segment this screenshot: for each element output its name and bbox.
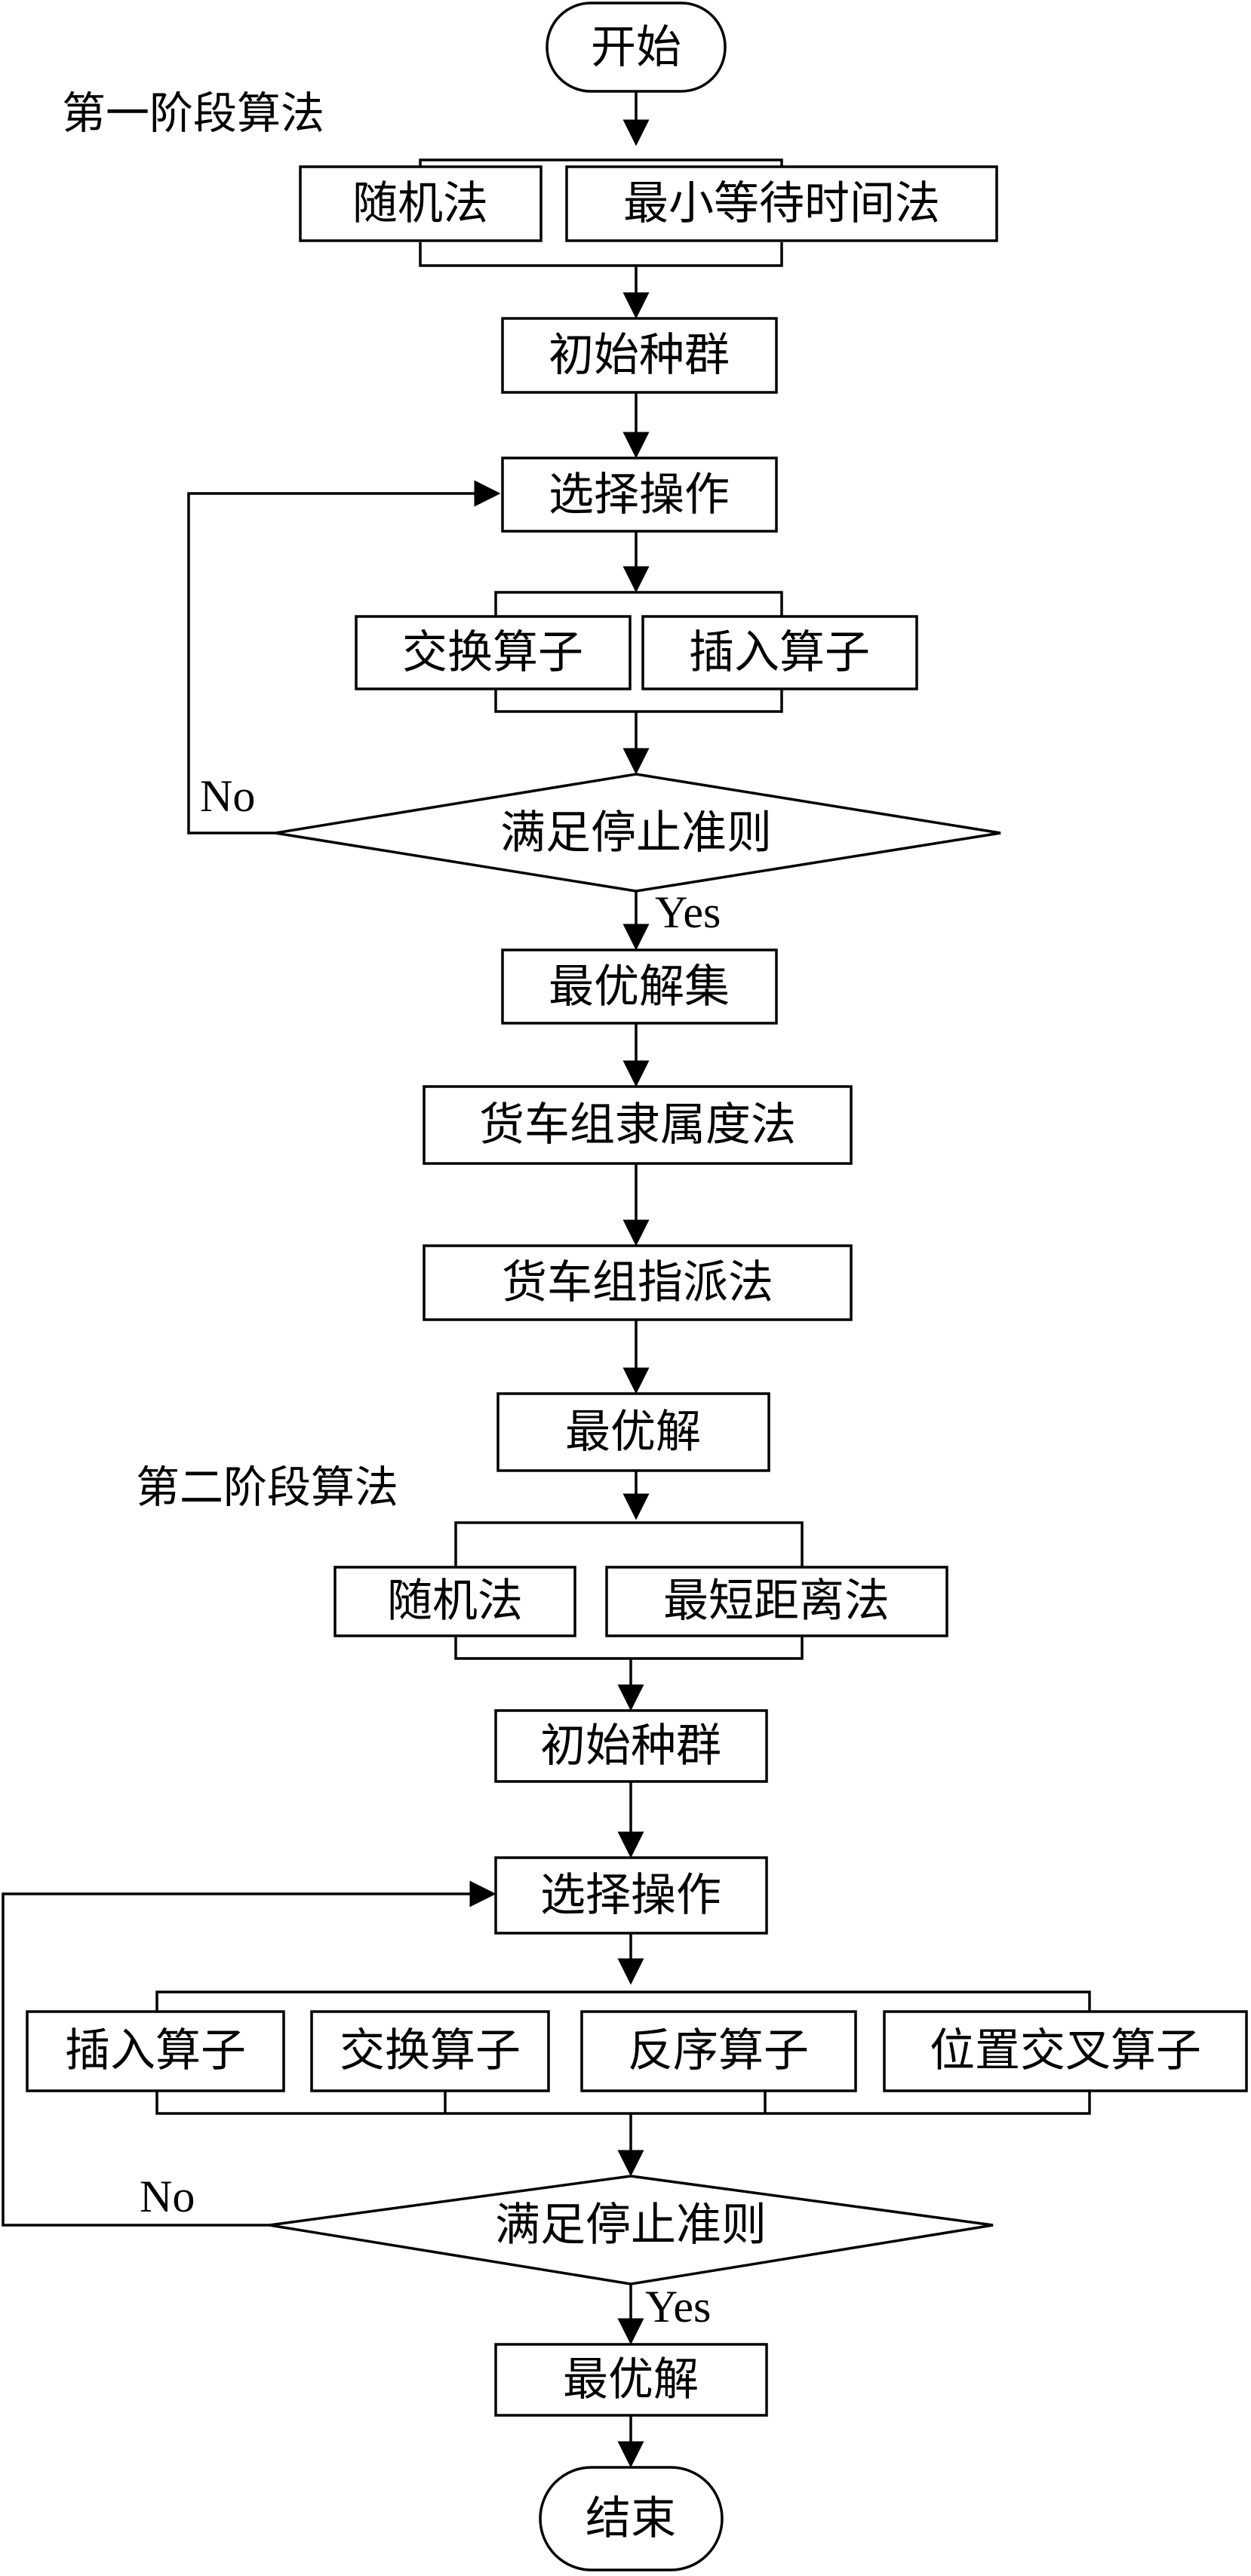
stage2-op-crossover-label: 位置交叉算子 bbox=[930, 2024, 1201, 2077]
stage1-init-minwait-box bbox=[565, 165, 998, 242]
bracket-bottom-ops1 bbox=[494, 690, 783, 713]
stage2-no-label: No bbox=[140, 2172, 195, 2221]
bracket-top-ops1 bbox=[494, 591, 783, 617]
stage2-op-reverse-box bbox=[580, 2010, 857, 2092]
dispatch-box bbox=[423, 1244, 853, 1321]
stage1-stop-decision bbox=[275, 773, 1001, 893]
stage1-result-box bbox=[501, 948, 778, 1025]
stage1-select-box bbox=[501, 456, 778, 533]
stage1-no-label: No bbox=[200, 771, 255, 821]
best-solution-label: 最优解 bbox=[565, 1406, 701, 1459]
stage2-stop-label: 满足停止准则 bbox=[495, 2199, 767, 2252]
stage2-op-crossover-box bbox=[883, 2010, 1248, 2092]
membership-box bbox=[423, 1085, 853, 1165]
stage2-init-random-label: 随机法 bbox=[387, 1575, 523, 1628]
bracket-bottom-init2 bbox=[454, 1636, 804, 1660]
stage1-population-box bbox=[501, 317, 778, 394]
stage1-population-label: 初始种群 bbox=[549, 329, 730, 382]
connectors bbox=[2, 91, 1091, 2468]
stage2-op-insert-box bbox=[26, 2010, 285, 2092]
stage2-op-insert-label: 插入算子 bbox=[65, 2024, 246, 2077]
stage1-select-label: 选择操作 bbox=[549, 469, 730, 521]
end-label: 结束 bbox=[586, 2492, 676, 2545]
stage1-title: 第一阶段算法 bbox=[62, 88, 324, 139]
stage2-yes-label: Yes bbox=[645, 2282, 711, 2332]
stage1-op-swap-box bbox=[355, 615, 632, 690]
stage1-op-insert-label: 插入算子 bbox=[689, 626, 870, 679]
bracket-top-ops2 bbox=[155, 1990, 1091, 2013]
membership-label: 货车组隶属度法 bbox=[479, 1099, 796, 1151]
stage2-op-swap-box bbox=[310, 2010, 550, 2092]
stage2-init-shortest-label: 最短距离法 bbox=[663, 1575, 890, 1628]
stage2-op-swap-label: 交换算子 bbox=[340, 2024, 521, 2077]
stage2-title: 第二阶段算法 bbox=[136, 1462, 398, 1513]
bracket-bottom-init1 bbox=[419, 242, 783, 267]
stage2-init-random-box bbox=[333, 1566, 576, 1637]
shapes bbox=[26, 2, 1248, 2571]
stage1-init-random-label: 随机法 bbox=[352, 177, 488, 230]
node-labels: 开始 随机法 最小等待时间法 初始种群 选择操作 交换算子 插入算子 满足停止准… bbox=[65, 21, 1201, 2545]
loop-no2 bbox=[2, 1880, 496, 2227]
stage2-result-box bbox=[494, 2343, 768, 2417]
best-solution-box bbox=[496, 1392, 770, 1472]
start-node bbox=[546, 2, 727, 93]
stage1-op-insert-box bbox=[641, 615, 918, 690]
stage1-init-minwait-label: 最小等待时间法 bbox=[623, 177, 940, 230]
stage2-select-label: 选择操作 bbox=[540, 1869, 721, 1922]
stage2-population-label: 初始种群 bbox=[540, 1720, 721, 1772]
end-node bbox=[539, 2466, 724, 2571]
start-label: 开始 bbox=[591, 21, 681, 74]
stage1-init-random-box bbox=[299, 165, 543, 242]
annotations: 第一阶段算法 第二阶段算法 No Yes No Yes bbox=[62, 88, 721, 2332]
stage1-yes-label: Yes bbox=[655, 887, 721, 937]
stage1-result-label: 最优解集 bbox=[549, 961, 730, 1013]
bracket-bottom-ops2 bbox=[155, 2091, 1091, 2115]
stage2-init-shortest-box bbox=[605, 1566, 948, 1637]
stage1-stop-label: 满足停止准则 bbox=[500, 807, 772, 859]
bracket-top-init2 bbox=[454, 1521, 804, 1569]
loop-no1 bbox=[187, 480, 501, 835]
stage1-op-swap-label: 交换算子 bbox=[402, 626, 583, 679]
stage2-result-label: 最优解 bbox=[563, 2353, 699, 2406]
dispatch-label: 货车组指派法 bbox=[502, 1256, 773, 1309]
stage2-op-reverse-label: 反序算子 bbox=[628, 2024, 809, 2077]
stage2-stop-decision bbox=[269, 2175, 994, 2286]
stage2-population-box bbox=[494, 1709, 768, 1783]
stage2-select-box bbox=[494, 1856, 768, 1935]
